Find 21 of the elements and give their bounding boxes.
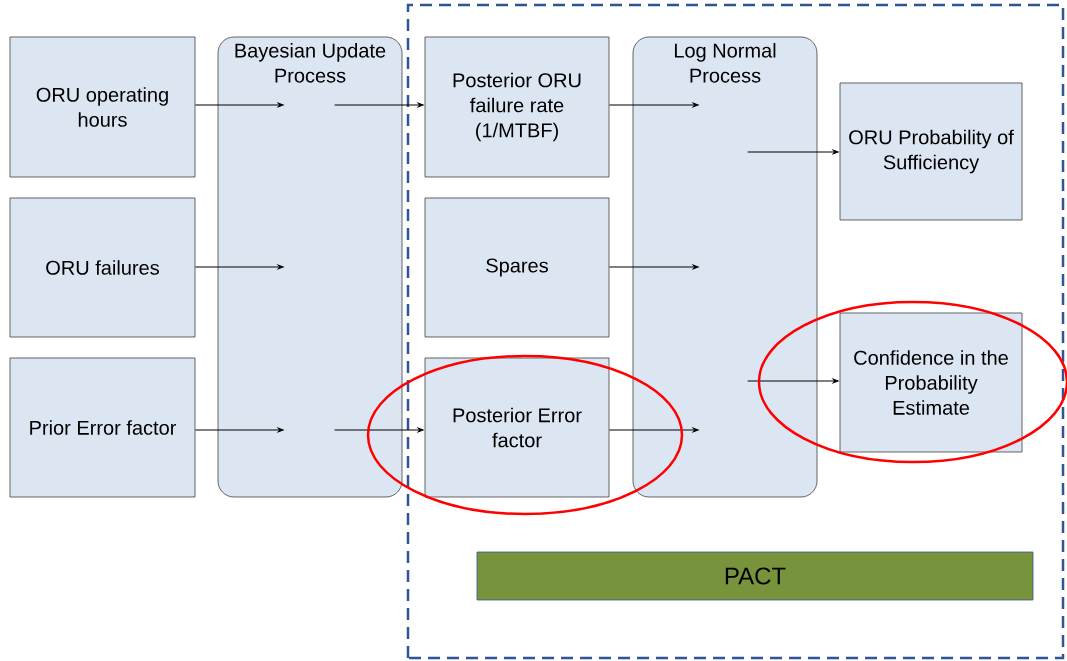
arrow xyxy=(747,149,839,155)
arrow xyxy=(334,427,424,433)
process-box: Spares xyxy=(424,197,610,338)
process-box: Prior Error factor xyxy=(9,357,196,498)
process-box: Confidence in the Probability Estimate xyxy=(839,312,1023,453)
process-box: ORU failures xyxy=(9,197,196,338)
process-box: Posterior Error factor xyxy=(424,357,610,498)
process-column: Log Normal Process xyxy=(632,36,818,498)
arrow xyxy=(194,264,284,270)
arrow xyxy=(194,102,284,108)
process-box: ORU Probability of Sufficiency xyxy=(839,82,1023,221)
arrow xyxy=(608,264,699,270)
process-box: ORU operating hours xyxy=(9,36,196,178)
arrow xyxy=(608,427,699,433)
process-column: Bayesian Update Process xyxy=(217,36,403,498)
label-bar: PACT xyxy=(476,551,1034,601)
process-box: Posterior ORU failure rate (1/MTBF) xyxy=(424,36,610,178)
arrow xyxy=(608,102,699,108)
arrow xyxy=(194,427,284,433)
arrow xyxy=(747,378,839,384)
arrow xyxy=(334,102,424,108)
